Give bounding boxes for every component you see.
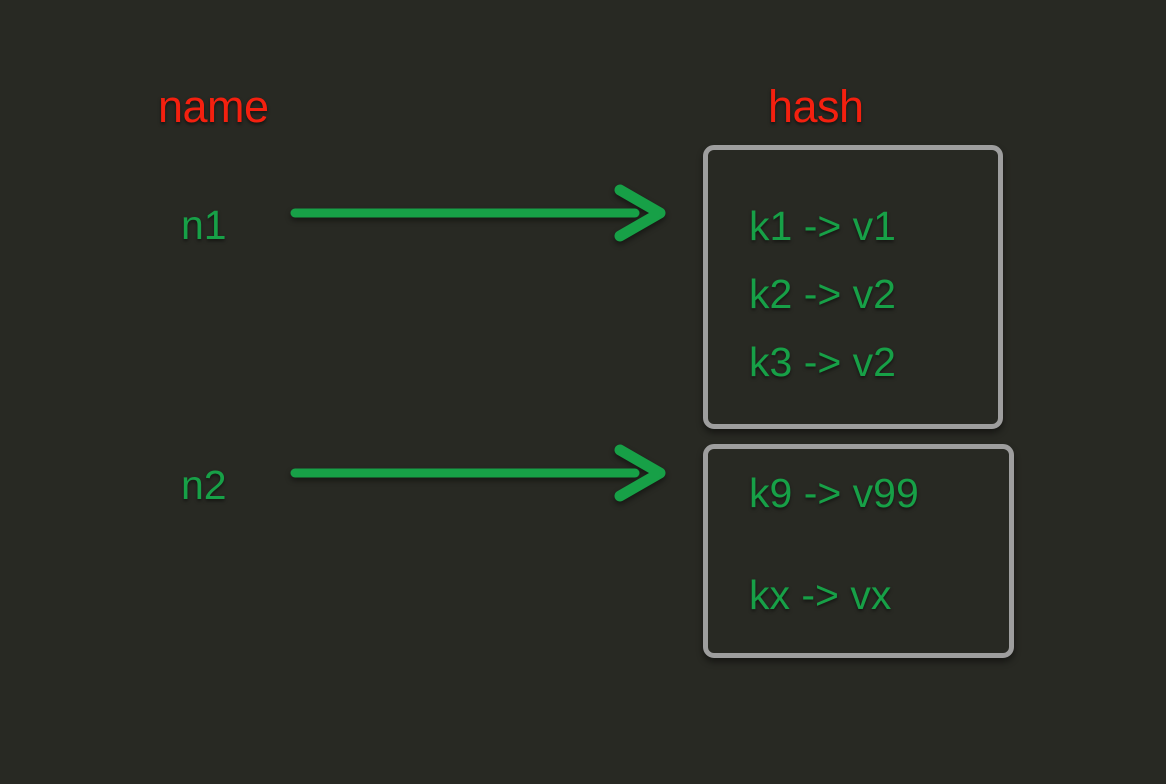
hash-entry: k2 -> v2 [749, 271, 896, 317]
hash-entry: kx -> vx [749, 572, 892, 618]
hash-entry: k3 -> v2 [749, 339, 896, 385]
row-label-n2: n2 [181, 462, 227, 508]
arrow-n2-to-hash-2-icon [290, 444, 666, 502]
arrow-n1-to-hash-1-icon [290, 184, 666, 242]
row-label-n1: n1 [181, 202, 227, 248]
column-header-hash: hash [768, 81, 864, 132]
hash-entry: k9 -> v99 [749, 470, 919, 516]
hash-entry: k1 -> v1 [749, 203, 896, 249]
hash-entry-list-2: k9 -> v99 kx -> vx [708, 473, 1009, 677]
hash-box-2: k9 -> v99 kx -> vx [703, 444, 1014, 658]
hash-entry-list-1: k1 -> v1 k2 -> v2 k3 -> v2 [708, 206, 998, 410]
column-header-name: name [158, 81, 269, 132]
hash-box-1: k1 -> v1 k2 -> v2 k3 -> v2 [703, 145, 1003, 429]
